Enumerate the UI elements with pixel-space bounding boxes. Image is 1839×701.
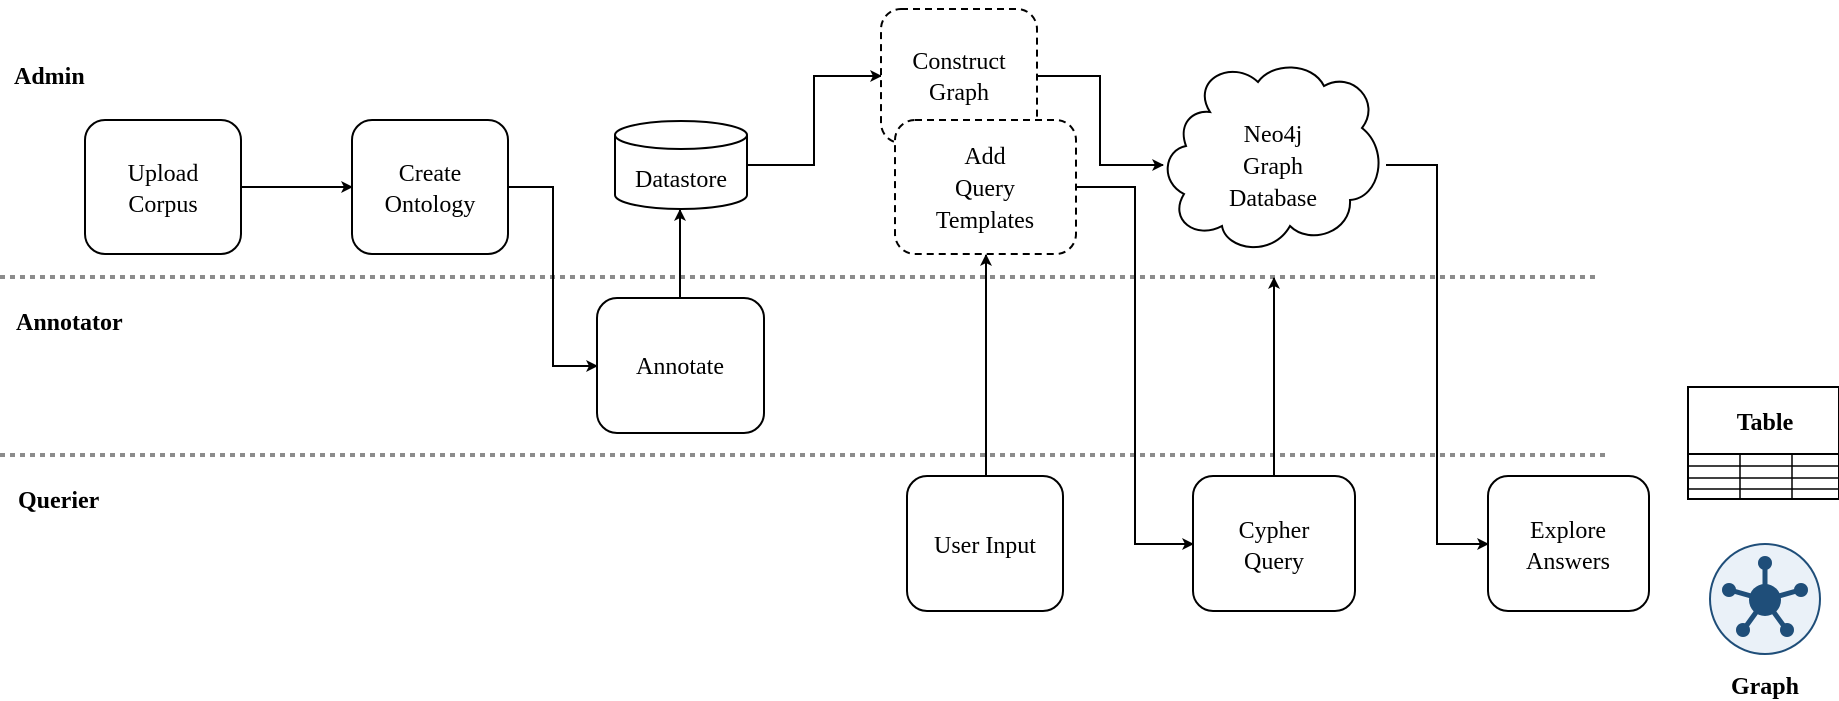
- node-create-ontology: Create Ontology: [351, 119, 509, 255]
- edge-templates-to-cypher: [1076, 186, 1194, 550]
- node-explore-answers: Explore Answers: [1487, 475, 1650, 612]
- edges: [241, 70, 1489, 550]
- table-icon: Table: [1687, 386, 1839, 500]
- node-neo4j-line-2: Graph: [1243, 154, 1303, 180]
- node-cypher-query-line-2: Query: [1244, 549, 1304, 575]
- node-datastore-label: Datastore: [635, 167, 727, 193]
- node-annotate-label: Annotate: [636, 354, 724, 380]
- lane-label-querier: Querier: [18, 488, 100, 514]
- node-create-ontology-line-2: Ontology: [385, 192, 476, 218]
- node-explore-answers-line-2: Answers: [1526, 549, 1610, 575]
- lane-label-admin: Admin: [14, 64, 85, 90]
- lane-label-annotator: Annotator: [16, 310, 123, 336]
- node-neo4j-line-1: Neo4j: [1244, 122, 1303, 148]
- table-icon-label: Table: [1737, 410, 1794, 436]
- node-upload-corpus-line-2: Corpus: [128, 192, 197, 218]
- graph-icon: Graph: [1709, 543, 1821, 700]
- node-neo4j-line-3: Database: [1229, 186, 1317, 212]
- node-construct-graph-line-1: Construct: [912, 49, 1006, 75]
- node-annotate: Annotate: [596, 297, 765, 434]
- graph-icon-label: Graph: [1731, 674, 1799, 700]
- node-datastore: Datastore: [614, 120, 748, 210]
- node-neo4j-cloud: Neo4j Graph Database: [1166, 66, 1380, 249]
- edge-construct-to-neo4j: [1038, 75, 1164, 171]
- node-add-query-templates: Add Query Templates: [894, 119, 1077, 255]
- node-explore-answers-line-1: Explore: [1530, 518, 1606, 544]
- node-add-query-templates-line-1: Add: [964, 144, 1005, 170]
- edge-neo4j-to-explore: [1386, 164, 1489, 550]
- edge-datastore-to-construct: [748, 70, 882, 166]
- node-upload-corpus: Upload Corpus: [84, 119, 242, 255]
- node-create-ontology-line-1: Create: [399, 161, 462, 187]
- node-user-input-label: User Input: [934, 533, 1036, 559]
- node-user-input: User Input: [906, 475, 1064, 612]
- node-construct-graph-line-2: Graph: [929, 80, 989, 106]
- node-upload-corpus-line-1: Upload: [128, 161, 199, 187]
- node-construct-graph: Construct Graph: [880, 8, 1038, 144]
- edge-ontology-to-annotate: [508, 186, 598, 372]
- node-cypher-query-line-1: Cypher: [1239, 518, 1310, 544]
- node-add-query-templates-line-2: Query: [955, 176, 1015, 202]
- node-cypher-query: Cypher Query: [1192, 475, 1356, 612]
- node-add-query-templates-line-3: Templates: [936, 208, 1034, 234]
